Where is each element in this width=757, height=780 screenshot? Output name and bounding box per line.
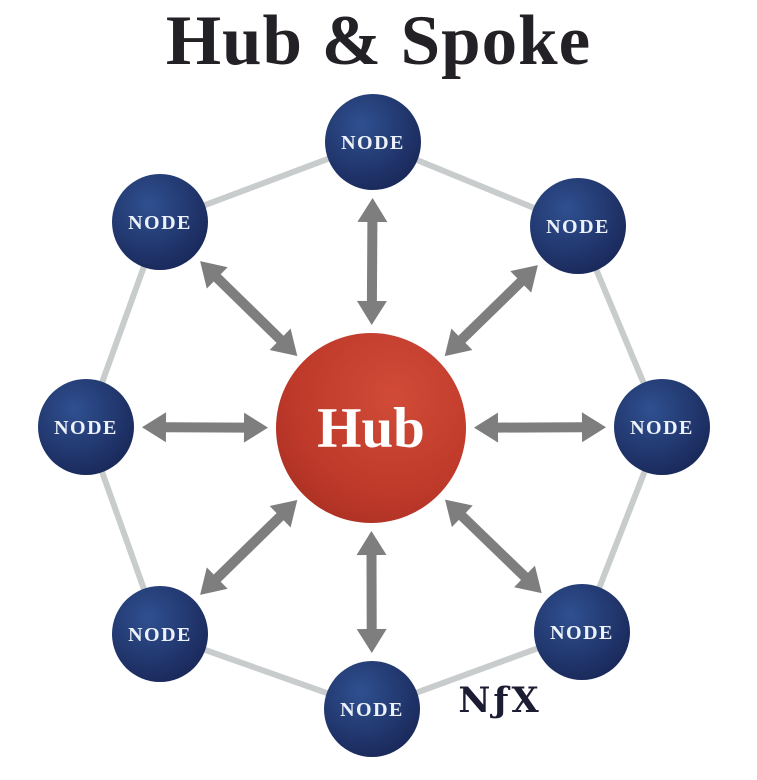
node-bottom: NODE — [324, 661, 420, 757]
double-arrow-top — [356, 198, 388, 325]
node-top-left-circle — [112, 174, 208, 270]
node-circles: NODE NODE NODE NODE NODE NODE NODE NODE — [38, 94, 710, 757]
node-left-label: NODE — [54, 417, 118, 439]
node-top-left: NODE — [112, 174, 208, 270]
node-right-label: NODE — [630, 417, 694, 439]
node-top-right-circle — [530, 178, 626, 274]
node-bottom-right: NODE — [534, 584, 630, 680]
node-bottom-right-label: NODE — [550, 622, 614, 644]
hub-label: Hub — [317, 397, 425, 460]
node-bottom-label: NODE — [340, 699, 404, 721]
node-top-label: NODE — [341, 132, 405, 154]
node-top-right: NODE — [530, 178, 626, 274]
double-arrow-left — [142, 412, 268, 443]
double-arrow-bottom — [356, 531, 387, 653]
double-arrow-bottom-left — [200, 500, 298, 595]
node-right-circle — [614, 379, 710, 475]
diagram-title: Hub & Spoke — [165, 2, 592, 80]
node-left-circle — [38, 379, 134, 475]
node-left: NODE — [38, 379, 134, 475]
node-bottom-left-circle — [112, 586, 208, 682]
double-arrow-top-right — [444, 265, 538, 357]
node-top: NODE — [325, 94, 421, 190]
node-right: NODE — [614, 379, 710, 475]
double-arrow-right — [474, 412, 606, 443]
node-bottom-right-circle — [534, 584, 630, 680]
node-top-left-label: NODE — [128, 212, 192, 234]
hub-circle — [276, 333, 466, 523]
node-top-circle — [325, 94, 421, 190]
node-bottom-circle — [324, 661, 420, 757]
node-bottom-left: NODE — [112, 586, 208, 682]
node-top-right-label: NODE — [546, 216, 610, 238]
double-arrow-bottom-right — [445, 499, 542, 594]
spoke-arrows — [142, 198, 606, 653]
hub-group: Hub — [276, 333, 466, 523]
double-arrow-top-left — [200, 261, 298, 356]
node-bottom-left-label: NODE — [128, 624, 192, 646]
nfx-logo: NƒX — [458, 680, 541, 721]
